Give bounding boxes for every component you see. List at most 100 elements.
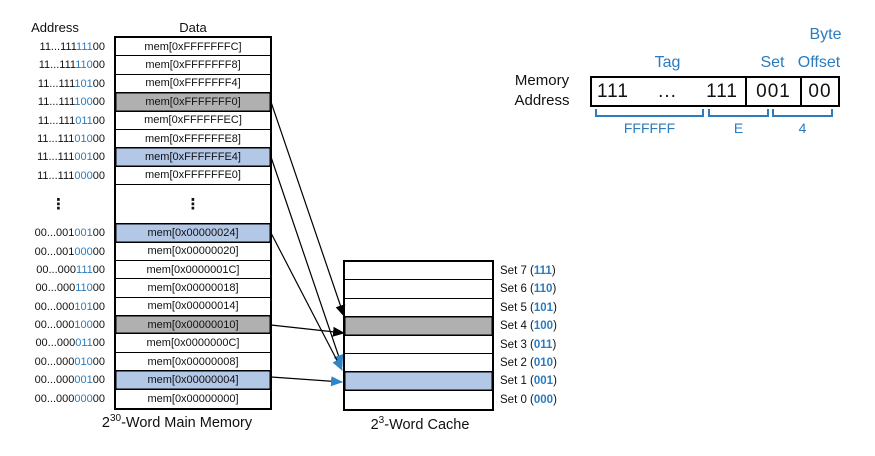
address-tag-bits: 11...111 (37, 151, 75, 164)
mapping-arrow (270, 156, 344, 367)
memory-data-value: mem[0xFFFFFFE0] (145, 169, 241, 182)
address-offset-bits: 00 (92, 227, 105, 240)
address-set-bits: 001 (74, 151, 93, 164)
address-set-bits: 000 (74, 245, 93, 258)
memory-data-cell: mem[0xFFFFFFF0] (116, 93, 270, 112)
address-tag-bits: 11...111 (37, 169, 75, 182)
address-set-bits: 001 (74, 227, 93, 240)
address-set-bits: 101 (74, 300, 93, 313)
set-index-bits: 100 (533, 320, 554, 333)
address-tag-bits: 00...000 (36, 263, 77, 276)
address-tag-bits: 11...111 (37, 96, 75, 109)
memory-data-cell: mem[0x00000000] (116, 389, 270, 409)
memory-data-value: mem[0xFFFFFFEC] (144, 114, 242, 127)
tag-field: 111...111 (597, 80, 738, 102)
memory-data-value: mem[0x00000018] (147, 281, 239, 294)
memory-data-value: mem[0xFFFFFFFC] (144, 40, 242, 53)
memory-data-value: mem[0x00000010] (147, 318, 239, 331)
memory-data-value: mem[0xFFFFFFE8] (145, 132, 241, 145)
set-index-bits: 010 (533, 356, 554, 369)
memory-data-value: mem[0x00000008] (147, 355, 239, 368)
set-field: 001 (745, 78, 800, 105)
memory-address: 00...00010100 (0, 298, 105, 316)
address-set-bits: 000 (74, 169, 93, 182)
memory-data-cell: mem[0x00000014] (116, 297, 270, 317)
address-tag-bits: 11...111 (39, 41, 77, 53)
low-hex-value: 4 (798, 120, 807, 136)
memory-address: 00...00010000 (0, 316, 105, 334)
memory-data-cell: mem[0xFFFFFFEC] (116, 111, 270, 130)
memory-data-cell: mem[0x0000000C] (116, 334, 270, 353)
set-label-column: Set 7 (111) Set 6 (110) Set 5 (101) Set … (500, 262, 557, 409)
main-memory-table: mem[0xFFFFFFFC] mem[0xFFFFFFF8] mem[0xFF… (114, 36, 272, 411)
memory-address: 00...00011100 (0, 261, 105, 279)
cache-row (345, 335, 492, 354)
memory-data-cell: mem[0x00000018] (116, 279, 270, 298)
memory-data-value: mem[0x0000001C] (146, 263, 240, 276)
address-set-bits: 011 (75, 114, 93, 127)
address-set-bits: 010 (74, 355, 93, 368)
memory-address-label: Memory Address (514, 72, 570, 109)
memory-address: 11...11110000 (0, 93, 105, 111)
address-tag-bits: 00...000 (34, 392, 75, 405)
address-set-bits: 100 (74, 319, 93, 332)
address-ellipsis: ⋮ (51, 196, 66, 214)
cache-row (345, 372, 492, 391)
memory-address: 00...00100100 (0, 224, 105, 242)
main-memory-caption: 230-Word Main Memory (101, 413, 253, 431)
address-tag-bits: 11...111 (38, 59, 76, 72)
address-offset-bits: 00 (92, 355, 105, 368)
address-tag-bits: 00...000 (34, 319, 75, 332)
memory-data-cell: mem[0x00000024] (116, 224, 270, 243)
cache-row (345, 280, 492, 299)
address-tag-bits: 00...000 (34, 355, 75, 368)
offset-field-label: Offset (797, 54, 841, 71)
byte-field-label: Byte (809, 26, 842, 43)
memory-cells-bottom: mem[0x00000024] mem[0x00000020] mem[0x00… (116, 224, 270, 409)
address-offset-bits: 00 (92, 319, 105, 332)
tag-ellipsis: ... (658, 80, 677, 102)
memory-address: 00...00000100 (0, 371, 105, 389)
memory-data-cell: mem[0x00000004] (116, 371, 270, 390)
address-offset-bits: 00 (92, 59, 105, 72)
address-set-bits: 101 (74, 77, 93, 90)
address-list-top: 11...11111100 11...11111000 11...1111010… (0, 38, 105, 185)
set-index-bits: 101 (533, 301, 554, 314)
address-set-bits: 111 (76, 263, 93, 276)
address-tag-bits: 00...000 (35, 337, 76, 350)
memory-address: 11...11101100 (0, 112, 105, 130)
address-list-bottom: 00...00100100 00...00100000 00...0001110… (0, 224, 105, 408)
cache-table (343, 260, 494, 412)
address-tag-bits: 11...111 (37, 77, 75, 90)
address-tag-bits: 00...000 (34, 300, 75, 313)
memory-data-cell: mem[0xFFFFFFE0] (116, 166, 270, 186)
cache-row (345, 317, 492, 336)
memory-address: 11...11100000 (0, 167, 105, 185)
address-set-bits: 100 (74, 96, 93, 109)
set-label: Set 6 (110) (500, 283, 557, 296)
address-offset-bits: 00 (92, 245, 105, 258)
tag-hex-bracket (595, 109, 704, 117)
address-offset-bits: 00 (92, 300, 105, 313)
memory-data-value: mem[0x0000000C] (146, 337, 240, 350)
memory-data-cell: mem[0x0000001C] (116, 260, 270, 280)
set-field-label: Set (760, 54, 785, 71)
set-label: Set 2 (010) (500, 356, 557, 369)
tag-hex-value: FFFFFF (623, 120, 676, 136)
memory-data-cell: mem[0xFFFFFFE4] (116, 148, 270, 167)
set-index-bits: 111 (533, 265, 552, 277)
address-offset-bits: 00 (92, 41, 105, 53)
address-offset-bits: 00 (92, 169, 105, 182)
set-labels: Set 7 (111) Set 6 (110) Set 5 (101) Set … (500, 262, 557, 409)
memory-data-value: mem[0xFFFFFFF4] (145, 77, 241, 90)
memory-data-value: mem[0xFFFFFFF8] (145, 59, 241, 72)
cache-caption: 23-Word Cache (370, 415, 470, 433)
memory-address: 00...00001100 (0, 334, 105, 352)
data-column-header: Data (179, 20, 207, 35)
memory-data-cell: mem[0x00000010] (116, 316, 270, 335)
address-tag-bits: 00...001 (34, 245, 75, 258)
memory-address-box: 111...111 001 00 (590, 76, 840, 107)
memory-address: 11...11101000 (0, 130, 105, 148)
set-label: Set 3 (011) (500, 338, 557, 351)
